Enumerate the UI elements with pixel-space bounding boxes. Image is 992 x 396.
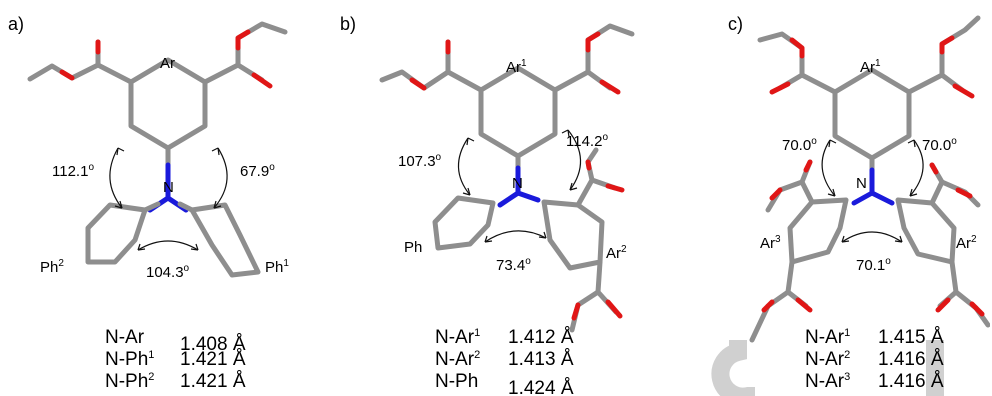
structure-c: c) Ar1 N 70.0o 70.0o 70.1o Ar3 Ar2 N-Ar1… [711, 14, 990, 396]
panel-label-a: a) [8, 14, 24, 34]
ring-label-ar2-b: Ar2 [606, 244, 627, 262]
ring-ar1-c [832, 67, 912, 161]
ring-ph1-a [189, 202, 261, 278]
angle-arrows-c [821, 139, 924, 243]
angle-label-bottom-c: 70.1o [856, 256, 891, 274]
watermark-arc-left [711, 340, 755, 396]
ring-label-ph-b: Ph [404, 239, 422, 256]
angle-label-bottom-a: 104.3o [146, 263, 190, 281]
nitrogen-label-b: N [512, 175, 523, 192]
panel-a: a) Ar N 112.1o 67.9o 104.3o Ph2 Ph1 N-Ar… [0, 0, 330, 396]
angle-arrows-b [457, 129, 582, 243]
molecule-a [27, 21, 288, 278]
angle-label-left-c: 70.0o [782, 136, 817, 154]
ring-ar2-c [895, 197, 957, 265]
ring-ar2-b [541, 199, 605, 271]
angle-label-right-b: 114.2o [566, 132, 608, 150]
angle-arrows-a [109, 147, 228, 251]
panel-label-b: b) [340, 14, 356, 34]
angle-label-right-c: 70.0o [922, 136, 957, 154]
ring-label-ar3-c: Ar3 [760, 234, 781, 252]
nitrogen-label-c: N [856, 175, 867, 192]
angle-label-right-a: 67.9o [240, 162, 275, 180]
ring-ar1-b [478, 65, 558, 159]
ring-ph2-a [85, 202, 148, 265]
molecule-b [379, 23, 635, 333]
ring-ar3-c [787, 197, 849, 265]
ring-label-ar1-b: Ar1 [506, 58, 527, 76]
structure-a: a) Ar N 112.1o 67.9o 104.3o Ph2 Ph1 N-Ar… [8, 14, 289, 392]
angle-label-left-b: 107.3o [398, 152, 442, 170]
angle-label-left-a: 112.1o [52, 162, 94, 180]
molecule-c [749, 15, 990, 343]
ring-label-ph1-a: Ph1 [265, 258, 289, 276]
ring-label-ph2-a: Ph2 [40, 258, 64, 276]
panel-c: c) Ar1 N 70.0o 70.0o 70.1o Ar3 Ar2 N-Ar1… [660, 0, 990, 396]
panel-b: b) Ar1 N 107.3o 114.2o 73.4o Ph Ar2 N-Ar… [330, 0, 660, 396]
ring-label-ar2-c: Ar2 [956, 234, 977, 252]
structure-b: b) Ar1 N 107.3o 114.2o 73.4o Ph Ar2 N-Ar… [340, 14, 635, 396]
ring-ar-a [128, 57, 208, 151]
nitrogen-label-a: N [163, 179, 174, 196]
ring-label-ar-a: Ar [160, 55, 175, 72]
angle-label-bottom-b: 73.4o [496, 256, 531, 274]
ring-ph-b [432, 195, 496, 251]
panel-label-c: c) [728, 14, 743, 34]
ring-label-ar1-c: Ar1 [860, 58, 881, 76]
